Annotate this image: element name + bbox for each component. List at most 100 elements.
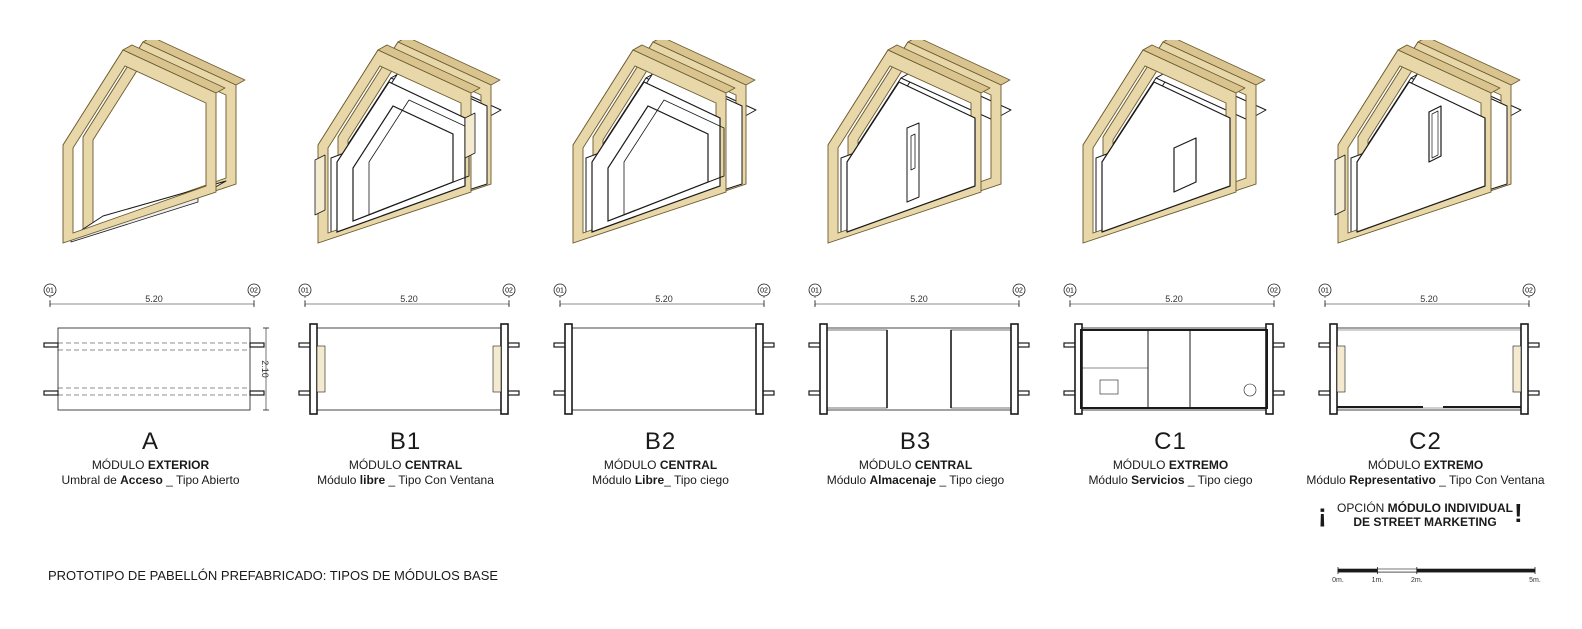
end-frame-right xyxy=(1520,323,1529,415)
scale-label-1: 1m. xyxy=(1372,577,1384,584)
module-a-description: Umbral de Acceso _ Tipo Abierto xyxy=(61,473,240,487)
dimension-value: 5.20 xyxy=(145,294,163,304)
module-front-face xyxy=(591,81,725,233)
connector-stub-0 xyxy=(43,342,59,348)
axis-bubble-right-label: 02 xyxy=(250,288,258,295)
connector-stub-3 xyxy=(249,390,265,396)
scale-label-3: 5m. xyxy=(1529,577,1541,584)
scale-label-0: 0m. xyxy=(1332,577,1344,584)
depth-edge-1 xyxy=(352,214,370,222)
module-b2-isometric xyxy=(572,40,757,244)
front-frame xyxy=(1082,44,1246,244)
scale-segment-1 xyxy=(1377,568,1418,573)
plan-body xyxy=(567,327,761,411)
window-right xyxy=(492,345,502,393)
front-frame-face xyxy=(62,49,217,244)
option-exclamation-close: ! xyxy=(1514,498,1523,528)
scale-segment-2 xyxy=(1416,568,1536,573)
module-c2-description: Módulo Representativo _ Tipo Con Ventana xyxy=(1306,473,1545,487)
module-c1-plan: 01 02 5.20 xyxy=(1063,283,1285,415)
module-c2-type: MÓDULO EXTREMO xyxy=(1367,458,1484,472)
module-b2-type: MÓDULO CENTRAL xyxy=(603,458,718,472)
module-b1-letter: B1 xyxy=(389,428,422,455)
rep-window-left xyxy=(1336,345,1346,393)
axis-bubble-left-label: 01 xyxy=(1321,288,1329,295)
solid-face xyxy=(1356,81,1486,233)
plan-body xyxy=(1077,327,1271,411)
axis-bubble-left-label: 01 xyxy=(811,288,819,295)
connector-stub-2 xyxy=(249,342,265,348)
services-wall xyxy=(1080,329,1268,409)
inner-depth xyxy=(623,99,725,216)
connector-stub-1 xyxy=(43,390,59,396)
module-c1-description: Módulo Servicios _ Tipo ciego xyxy=(1088,473,1253,487)
module-b3-plan: 01 02 5.20 xyxy=(808,283,1030,415)
axis-bubble-left-label: 01 xyxy=(556,288,564,295)
axis-bubble-left-label: 01 xyxy=(1066,288,1074,295)
module-b3-isometric xyxy=(827,40,1012,244)
option-line-1: OPCIÓN MÓDULO INDIVIDUAL xyxy=(1337,501,1513,515)
option-line-2: DE STREET MARKETING xyxy=(1353,515,1497,529)
module-b2-plan: 01 02 5.20 xyxy=(553,283,775,415)
module-b3-type: MÓDULO CENTRAL xyxy=(858,458,973,472)
front-frame xyxy=(572,44,736,244)
module-front-face xyxy=(1334,81,1486,233)
plan-body xyxy=(57,327,251,411)
window-pane-left xyxy=(314,154,326,216)
dimension-value: 5.20 xyxy=(910,294,928,304)
depth-value: 2.10 xyxy=(260,360,270,378)
services-fixture xyxy=(1099,379,1119,395)
window-left xyxy=(316,345,326,393)
plan-body xyxy=(1332,327,1526,411)
depth-edge-1 xyxy=(607,214,625,222)
axis-bubble-right-label: 02 xyxy=(1525,288,1533,295)
module-a-plan: 01 02 5.20 2.10 xyxy=(43,283,270,411)
solid-face xyxy=(1101,81,1231,233)
front-frame xyxy=(1337,44,1501,244)
window-pane-right xyxy=(464,112,476,159)
module-a-letter: A xyxy=(141,428,159,455)
module-b1: 01 02 5.20 B1 MÓDULO CENTRAL Módulo libre … xyxy=(293,0,548,500)
module-b2-description: Módulo Libre_ Tipo ciego xyxy=(592,473,729,487)
end-frame-left xyxy=(309,323,318,415)
rep-window-right xyxy=(1512,345,1522,393)
option-exclamation-open: ¡ xyxy=(1318,498,1327,528)
end-frame-left xyxy=(564,323,573,415)
front-frame xyxy=(62,44,226,244)
module-b1-isometric xyxy=(314,40,502,244)
axis-bubble-left-label: 01 xyxy=(301,288,309,295)
depth-edge-2 xyxy=(707,175,725,183)
service-hatch xyxy=(1173,137,1197,193)
dimension-value: 5.20 xyxy=(400,294,418,304)
axis-bubble-right-label: 02 xyxy=(1015,288,1023,295)
services-wc xyxy=(1243,383,1257,397)
module-b3-description: Módulo Almacenaje _ Tipo ciego xyxy=(826,473,1005,487)
axis-bubble-right-label: 02 xyxy=(1270,288,1278,295)
end-frame-right xyxy=(755,323,764,415)
axis-bubble-right-label: 02 xyxy=(505,288,513,295)
depth-edge-2 xyxy=(452,175,470,183)
axis-bubble-right-label: 02 xyxy=(760,288,768,295)
display-window-inner xyxy=(1431,110,1439,159)
axis-bubble-left-label: 01 xyxy=(46,288,54,295)
module-c1-isometric xyxy=(1082,40,1267,244)
dimension-value: 5.20 xyxy=(1165,294,1183,304)
module-c1-type: MÓDULO EXTREMO xyxy=(1112,458,1229,472)
module-front-face xyxy=(846,81,976,233)
drawing-title: PROTOTIPO DE PABELLÓN PREFABRICADO: TIPO… xyxy=(48,568,499,583)
module-front-face xyxy=(1101,81,1231,233)
dimension-value: 5.20 xyxy=(655,294,673,304)
module-b1-type: MÓDULO CENTRAL xyxy=(348,458,463,472)
module-b3-letter: B3 xyxy=(899,428,932,455)
scale-segment-0 xyxy=(1337,568,1378,573)
window-pane-left xyxy=(1334,154,1346,216)
storage-door-slot xyxy=(910,133,916,171)
end-frame-right xyxy=(1010,323,1019,415)
module-b1-description: Módulo libre _ Tipo Con Ventana xyxy=(317,473,494,487)
plan-body xyxy=(822,327,1016,411)
